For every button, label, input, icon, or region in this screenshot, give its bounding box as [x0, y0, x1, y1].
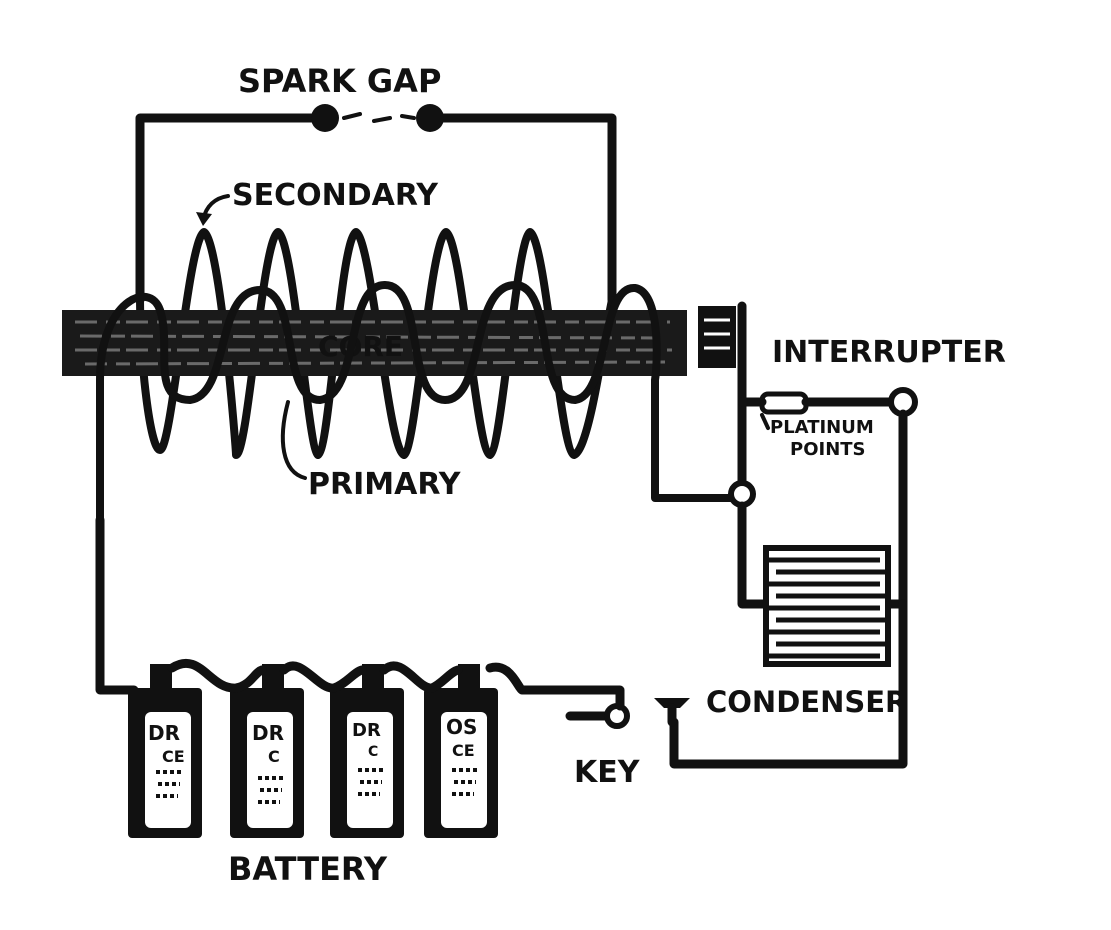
cell-2-label-1: DR: [252, 721, 284, 745]
battery-label: BATTERY: [228, 850, 388, 888]
cell-4-label-2: CE: [452, 741, 475, 760]
primary-label: PRIMARY: [308, 467, 462, 502]
condenser-label: CONDENSER: [706, 685, 907, 719]
cell-link-1-2: [167, 658, 267, 693]
condenser: [763, 545, 891, 667]
cell-3-label-2: C: [368, 744, 378, 760]
primary-coil: [96, 281, 744, 524]
platinum-pointer: [760, 413, 770, 430]
primary-winding: [96, 281, 744, 524]
platinum-points-label-line1: PLATINUM: [770, 417, 874, 438]
battery-cell: OS CE: [424, 664, 498, 838]
cell-1-label-1: DR: [148, 721, 180, 745]
key-knob: [654, 698, 690, 708]
spark-gap-left-lead: [135, 113, 330, 305]
secondary-coil: [136, 228, 616, 459]
spark-gap-right-terminal: [416, 104, 444, 132]
primary-pointer: [280, 400, 307, 480]
battery-cell: DR C: [230, 664, 304, 838]
cell-1-label-2: CE: [162, 747, 185, 766]
battery-to-key-lead: [485, 662, 625, 711]
cell-2-label-2: C: [268, 747, 280, 766]
spark-gap-label: SPARK GAP: [238, 62, 441, 100]
cell-link-3-4: [379, 661, 463, 693]
spark-dashes: [342, 112, 416, 123]
battery-left-lead: [95, 515, 139, 695]
interrupter-label: INTERRUPTER: [772, 335, 1006, 370]
core: CORE: [62, 310, 687, 376]
platinum-contact: [759, 391, 809, 415]
spark-gap-left-terminal: [311, 104, 339, 132]
core-texture: [75, 320, 672, 366]
battery-cell: DR C: [330, 664, 404, 838]
condenser-left-lead: [737, 501, 775, 609]
battery-cell: DR CE: [128, 664, 202, 838]
secondary-label: SECONDARY: [232, 178, 439, 213]
return-wire: [669, 599, 908, 769]
key: [565, 698, 690, 729]
cell-4-label-1: OS: [446, 715, 477, 739]
platinum-points-label-line2: POINTS: [790, 439, 866, 460]
core-label: CORE: [318, 330, 403, 363]
interrupter-armature-lines: [704, 318, 730, 350]
battery: DR CE DR C DR C OS CE: [128, 658, 498, 838]
spark-gap: [135, 104, 617, 305]
cell-3-label-1: DR: [352, 720, 381, 741]
condenser-plates: [768, 557, 888, 659]
interrupter-armature: [698, 306, 736, 368]
secondary-arrow-head: [196, 212, 212, 226]
cell-link-2-3: [279, 661, 367, 693]
spark-gap-right-lead: [425, 113, 617, 305]
secondary-winding: [136, 228, 616, 459]
key-label: KEY: [574, 755, 641, 790]
